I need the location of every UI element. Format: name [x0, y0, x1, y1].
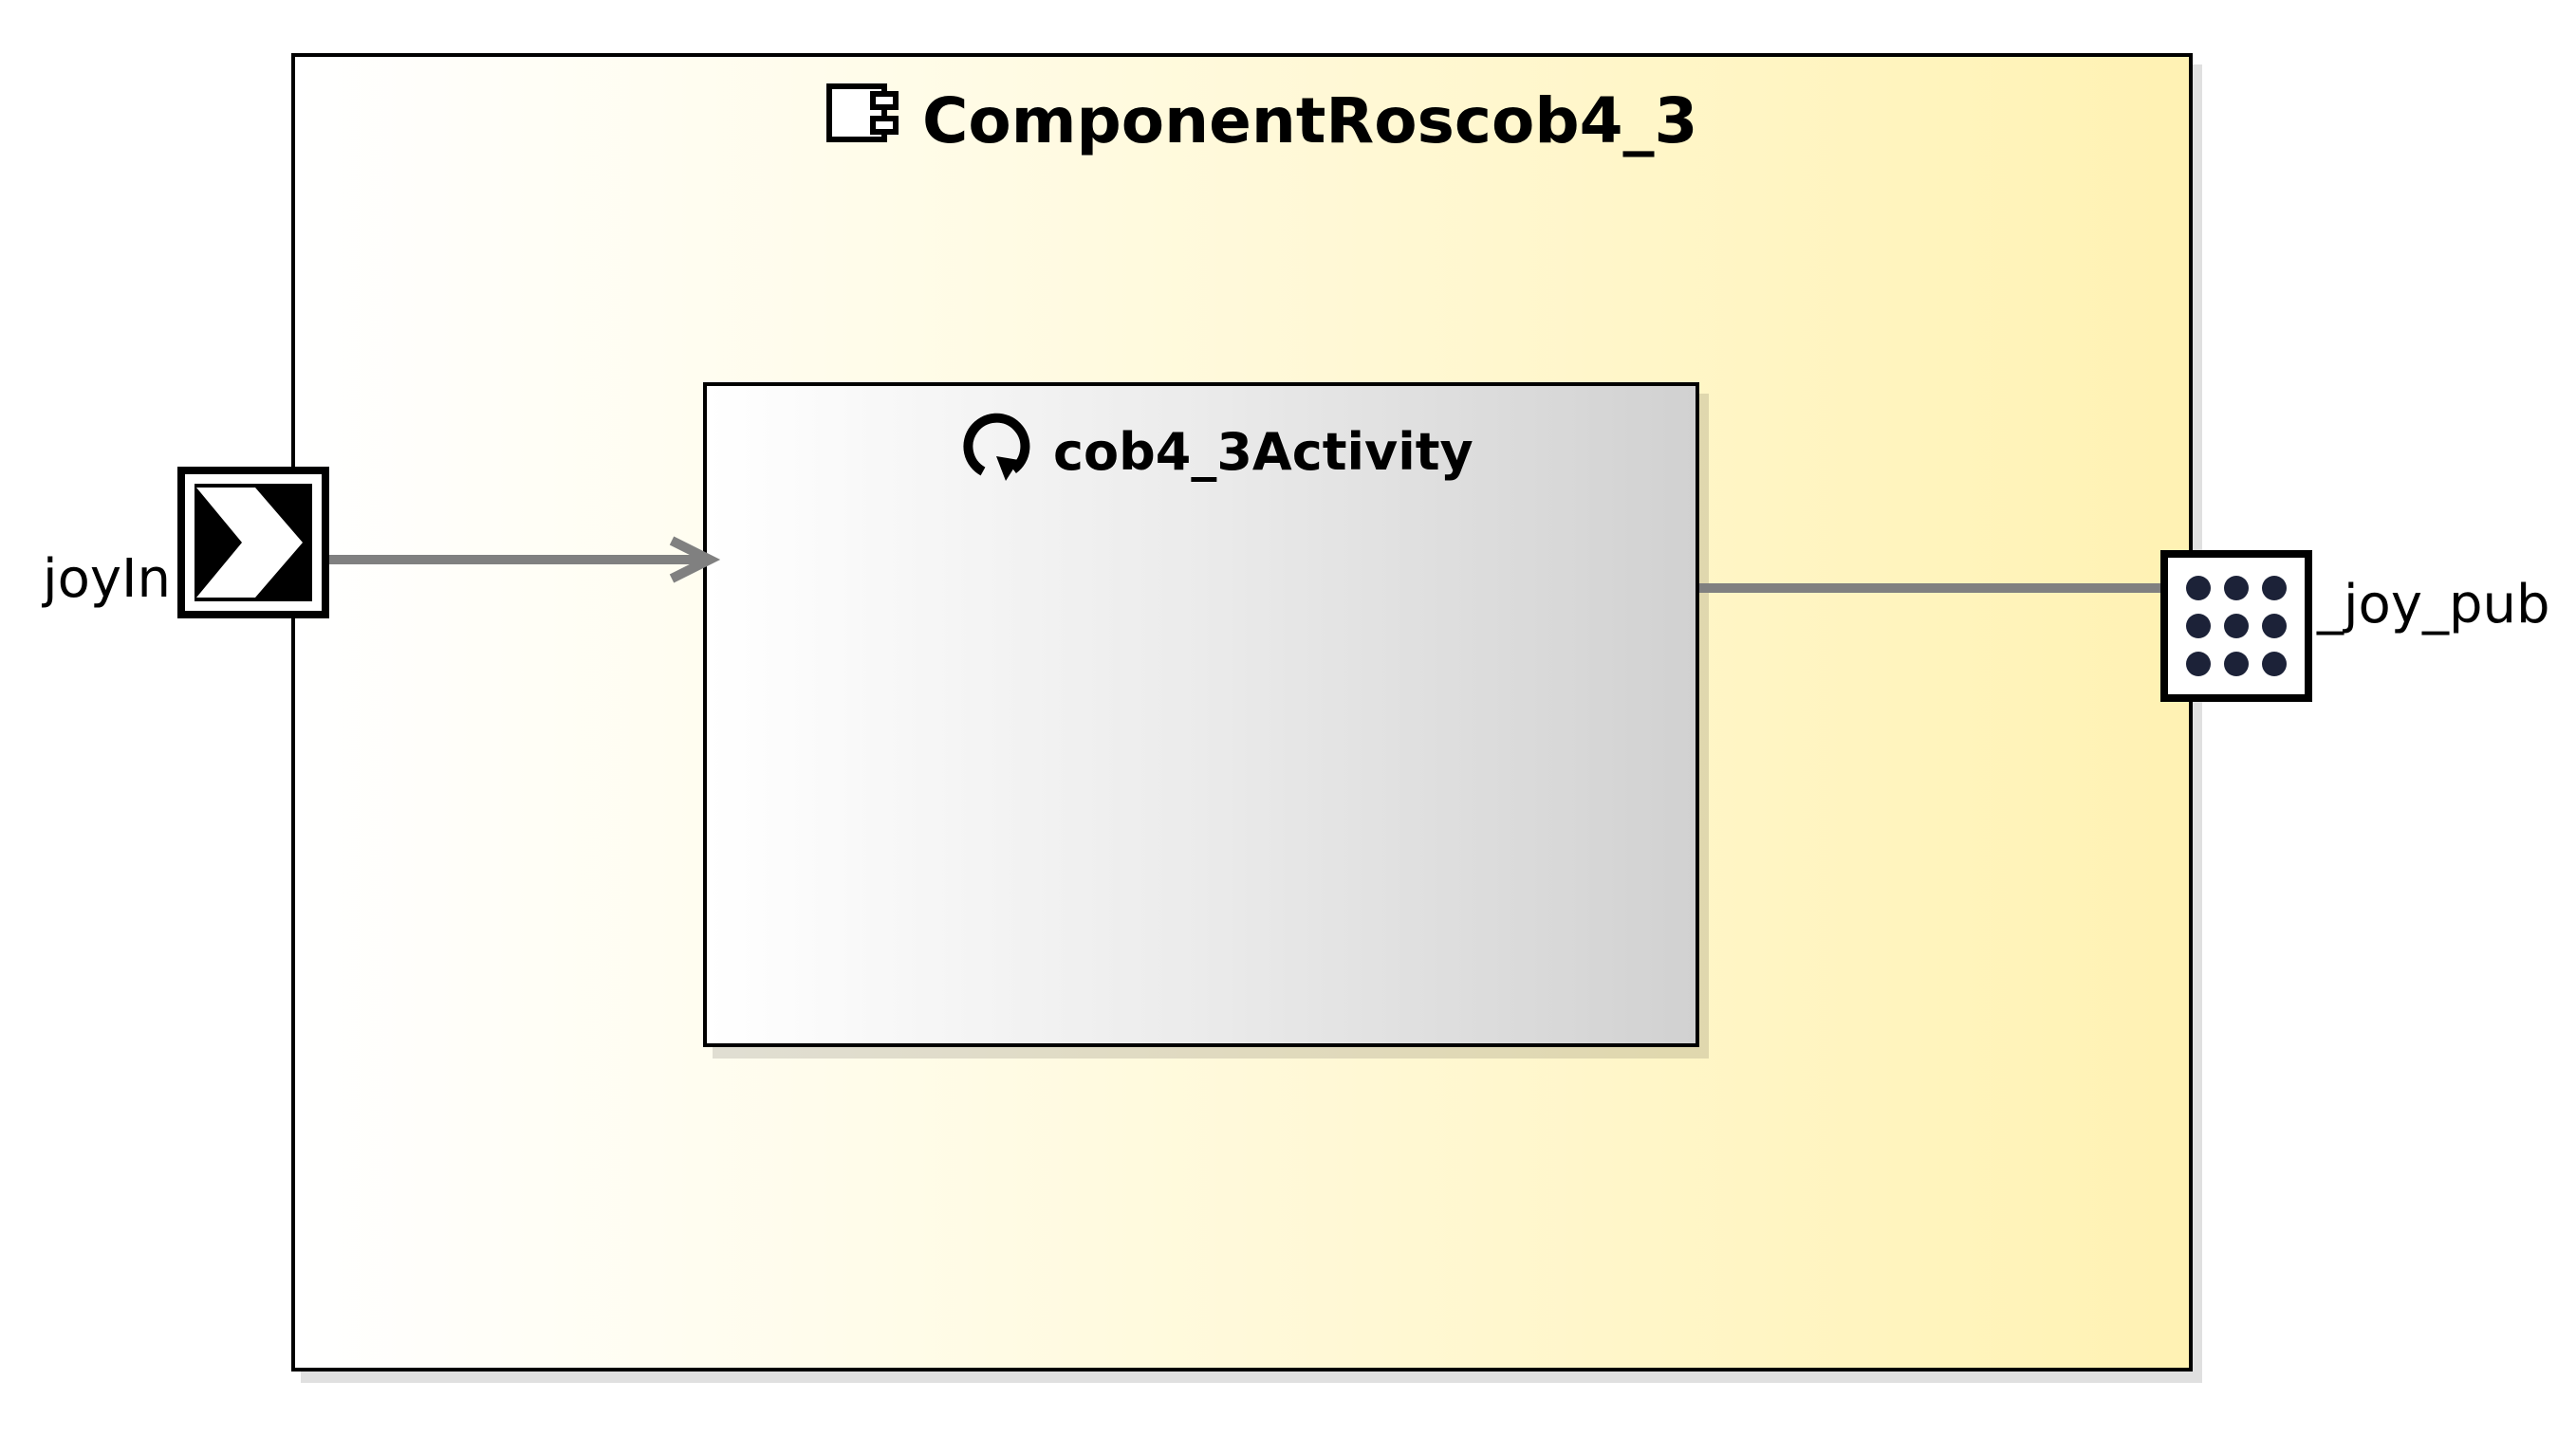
input-port[interactable] [177, 467, 329, 618]
component-icon [825, 83, 901, 158]
input-port-label: joyIn [43, 548, 171, 610]
output-port-label: _joy_pub [2317, 574, 2550, 635]
output-port[interactable] [2160, 550, 2312, 702]
activity-title: cob4_3Activity [958, 413, 1473, 489]
publisher-port-icon [2174, 563, 2299, 689]
input-port-icon [195, 484, 312, 601]
activity-loop-icon [958, 407, 1036, 497]
activity-frame[interactable] [703, 382, 1699, 1047]
component-name: ComponentRoscob4_3 [922, 83, 1698, 157]
component-title: ComponentRoscob4_3 [825, 78, 1697, 163]
activity-name: cob4_3Activity [1053, 421, 1473, 482]
